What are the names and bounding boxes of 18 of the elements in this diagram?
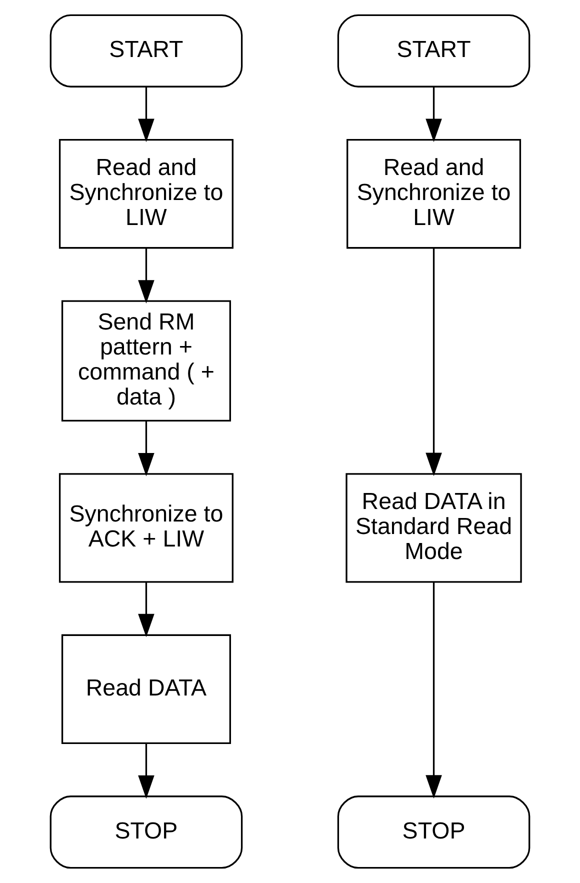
node-box: Synchronize to ACK + LIW [58,473,234,583]
node-box: Read DATA in Standard Read Mode [346,473,522,583]
arrow [426,248,442,476]
arrow [426,87,442,142]
node-box: Send RM pattern + command ( + data ) [61,300,231,422]
arrow [138,87,154,142]
node-box: STOP [50,796,243,869]
arrow [138,744,154,799]
node-box: START [337,14,530,88]
arrow [138,582,154,638]
arrow [426,582,442,798]
node-box: Read and Synchronize to LIW [58,138,234,249]
node-box: START [50,14,243,88]
arrow [138,420,154,476]
node-box: Read and Synchronize to LIW [346,138,522,249]
node-box: Read DATA [61,634,231,744]
node-box: STOP [337,796,530,869]
arrow [138,248,154,304]
